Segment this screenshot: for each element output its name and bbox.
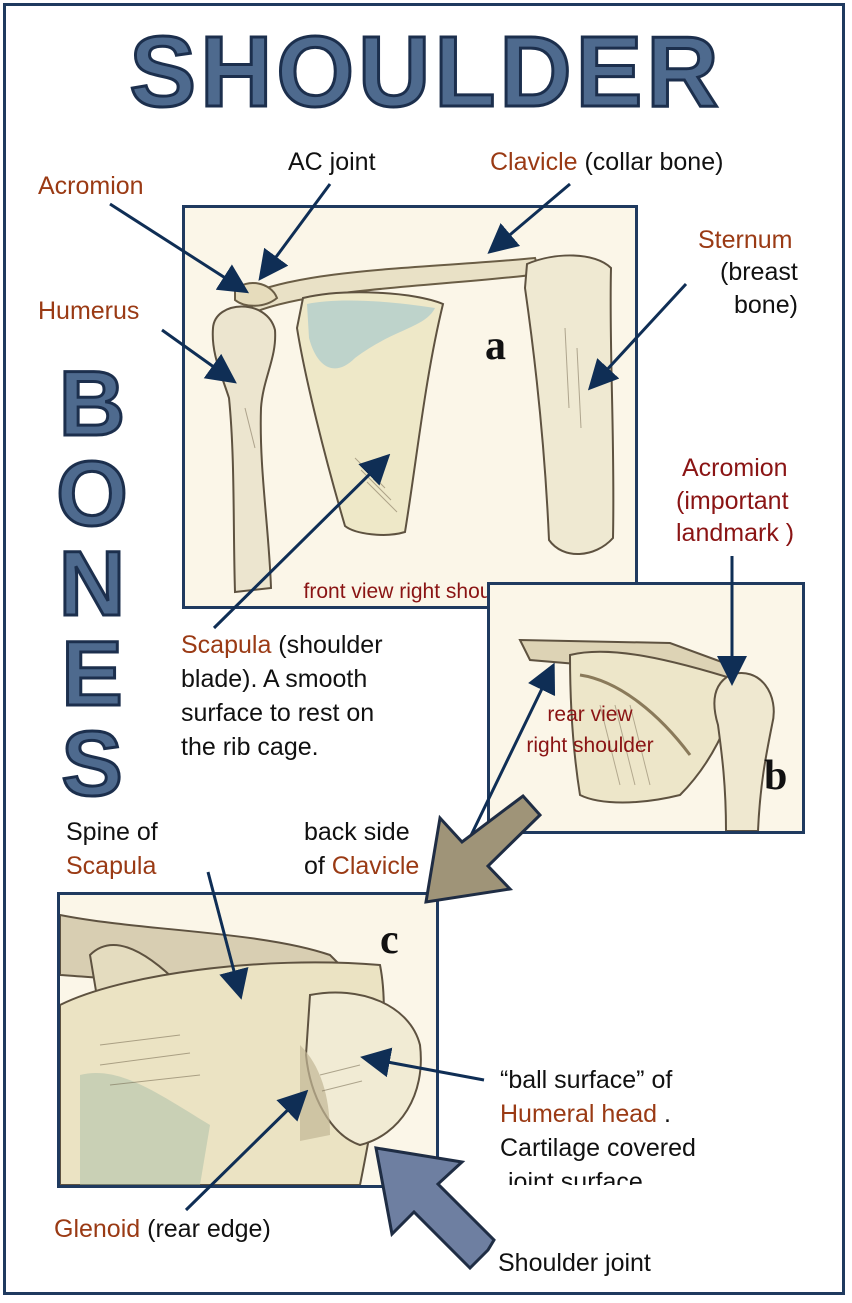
arrow-sternum bbox=[592, 284, 686, 386]
arrow-ac-joint bbox=[262, 184, 330, 276]
arrow-scapula bbox=[214, 458, 386, 628]
arrow-ball bbox=[366, 1058, 484, 1080]
arrow-humerus bbox=[162, 330, 232, 380]
arrow-clavicle bbox=[492, 184, 570, 250]
block-arrow-shoulder-joint bbox=[376, 1148, 494, 1268]
arrow-acromion bbox=[110, 204, 244, 290]
arrow-glenoid bbox=[186, 1094, 304, 1210]
arrow-spine bbox=[208, 872, 240, 994]
